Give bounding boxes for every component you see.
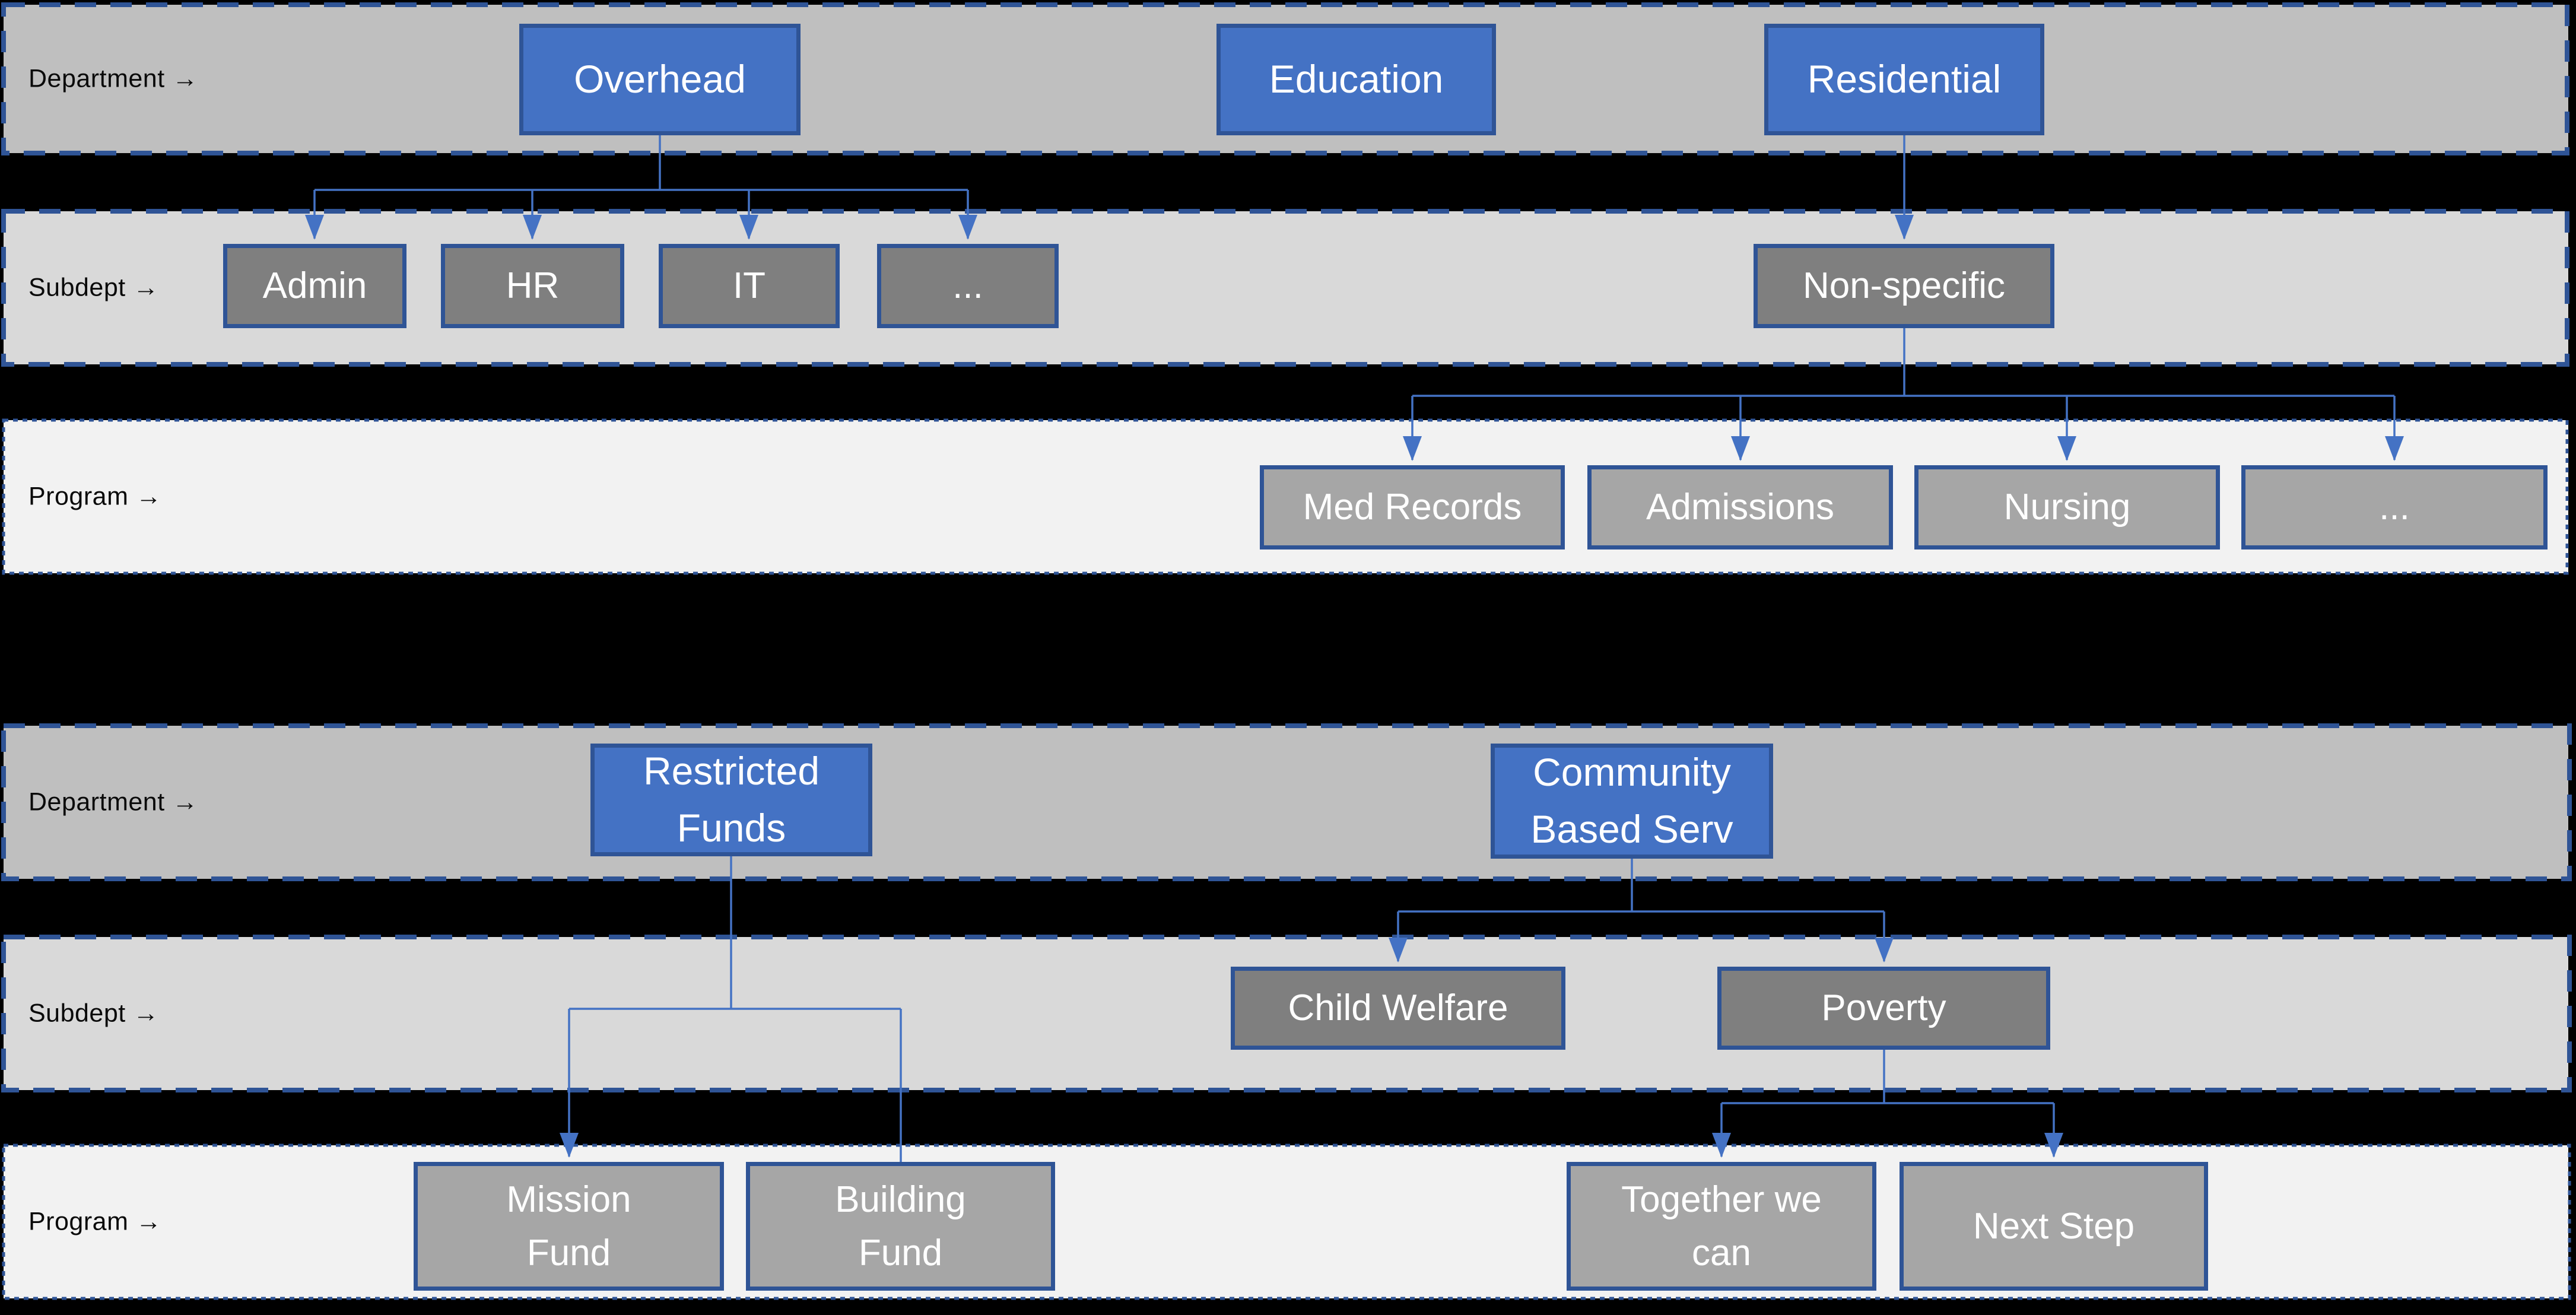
program-box-nursing[interactable]: Nursing [1914,465,2220,549]
program-box-together-we-can[interactable]: Together we can [1567,1162,1876,1291]
program-box-admissions[interactable]: Admissions [1587,465,1893,549]
program-box-med-records[interactable]: Med Records [1260,465,1565,549]
subdept-box-non-specific[interactable]: Non-specific [1754,244,2054,328]
program-box-mission-fund[interactable]: Mission Fund [414,1162,724,1291]
subdept-box-it[interactable]: IT [659,244,840,328]
program-box-ellipsis[interactable]: ... [2241,465,2548,549]
subdept-box-admin[interactable]: Admin [223,244,406,328]
program-box-building-fund[interactable]: Building Fund [746,1162,1055,1291]
row-label: Program → [28,1207,162,1236]
dept-box-education[interactable]: Education [1216,24,1496,135]
dept-box-overhead[interactable]: Overhead [519,24,801,135]
row-label: Program → [28,482,162,511]
subdept-box-child-welfare[interactable]: Child Welfare [1231,967,1565,1050]
subdept-box-hr[interactable]: HR [441,244,624,328]
dept-box-residential[interactable]: Residential [1764,24,2044,135]
row-label: Department → [28,64,198,93]
subdept-box-ellipsis[interactable]: ... [877,244,1059,328]
row-label: Subdept → [28,999,159,1028]
row-label: Department → [28,787,198,817]
department-band-2[interactable]: Department → [4,726,2568,879]
dept-box-restricted-funds[interactable]: Restricted Funds [590,744,872,856]
subdept-box-poverty[interactable]: Poverty [1717,967,2050,1050]
row-label: Subdept → [28,273,159,302]
program-box-next-step[interactable]: Next Step [1900,1162,2208,1291]
dept-box-community-based-serv[interactable]: Community Based Serv [1491,744,1773,859]
